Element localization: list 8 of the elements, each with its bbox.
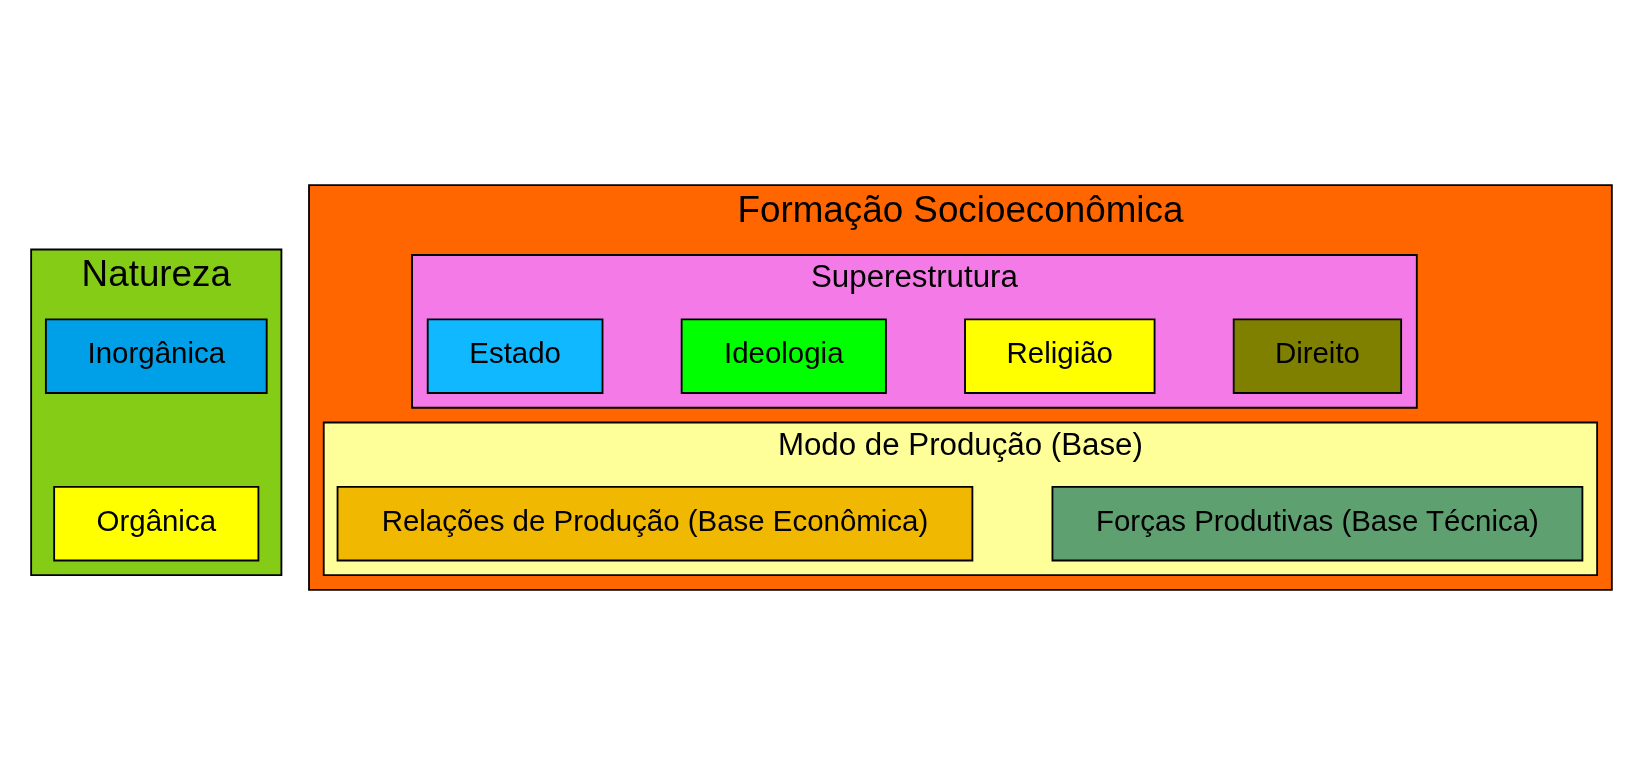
node-box: Inorgânica <box>44 318 268 394</box>
node-box: Ideologia <box>680 318 887 394</box>
node-box: Orgânica <box>53 485 260 561</box>
node-box: Direito <box>1232 318 1403 394</box>
node-box: Relações de Produção (Base Econômica) <box>336 485 974 561</box>
node-box: Forças Produtivas (Base Técnica) <box>1051 485 1584 561</box>
node-box: Estado <box>426 318 604 394</box>
node-box: Religião <box>964 318 1156 394</box>
